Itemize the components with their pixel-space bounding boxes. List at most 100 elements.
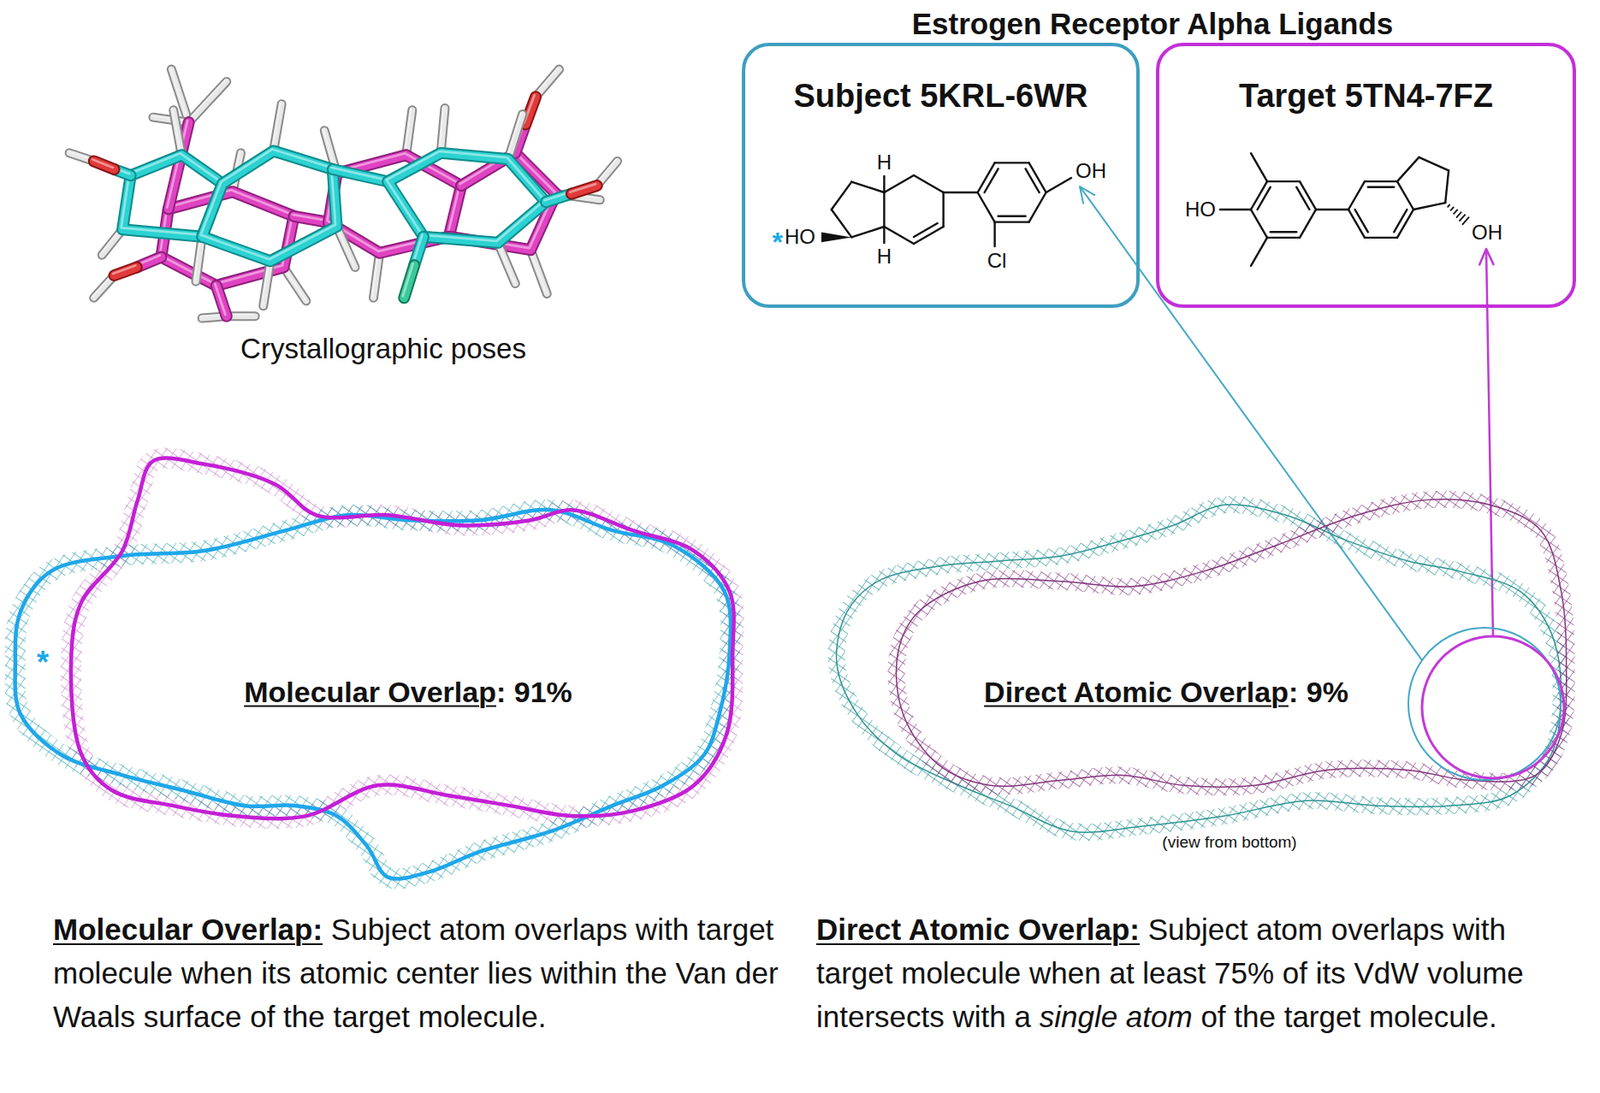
atomic-overlap-surface: Direct Atomic Overlap: 9% (821, 483, 1583, 843)
overlap-label: Direct Atomic Overlap (983, 675, 1289, 709)
hash-bond (1450, 207, 1454, 212)
bond-line (942, 192, 944, 227)
stick-bond (201, 151, 337, 262)
bond-line (1355, 209, 1369, 232)
definition-term: Molecular Overlap: (53, 912, 323, 947)
stick-highlight (112, 265, 136, 274)
definition-paragraph: Molecular Overlap: Subject atom overlaps… (53, 908, 789, 1039)
bond-line (913, 175, 944, 193)
molecular-overlap-surface: Molecular Overlap: 91% (0, 444, 753, 899)
bond-line (1397, 181, 1414, 210)
stick-highlight (402, 263, 414, 297)
stick-bond (263, 260, 271, 306)
overlap-label: : 9% (1288, 675, 1349, 709)
bond-line (995, 220, 1030, 223)
overlap-label: Molecular Overlap (243, 675, 497, 709)
hash-bond (1456, 212, 1462, 219)
stick-bond (332, 169, 388, 182)
stick-bond (189, 81, 227, 123)
stick-bond (273, 104, 283, 152)
stick-highlight (171, 108, 181, 154)
stick-bond (403, 265, 415, 298)
bond-line (882, 226, 885, 243)
arrow-head (1479, 248, 1494, 265)
bond-line (1348, 181, 1365, 210)
bond-line (1267, 237, 1300, 239)
stick-bond (508, 114, 523, 160)
bond-line (831, 209, 853, 238)
stick-highlight (187, 79, 226, 121)
atom-label: OH (1075, 159, 1107, 184)
stick-highlight (404, 108, 411, 154)
wedge-bond (821, 232, 852, 243)
target-box: Target 5TN4-7FZ (1155, 42, 1577, 309)
bond-line (883, 175, 914, 193)
bond-line (1250, 153, 1268, 182)
bond-line (1250, 237, 1268, 267)
stick-highlight (151, 115, 188, 121)
view-note: (view from bottom) (1161, 833, 1297, 853)
stick-highlight (506, 112, 522, 158)
atom-label: OH (1471, 220, 1503, 245)
box-heading: Subject 5KRL-6WR (793, 77, 1088, 114)
stick-bond (201, 151, 337, 262)
overlap-label-group: Molecular Overlap: 91% (243, 675, 573, 711)
bond-line (1220, 208, 1251, 211)
surface-mesh (821, 483, 1583, 843)
atom-label: Cl (987, 248, 1008, 273)
stick-highlight (201, 149, 336, 261)
stick-highlight (386, 151, 546, 242)
box-heading-group: Target 5TN4-7FZ (1159, 46, 1573, 117)
stick-highlight (331, 167, 386, 180)
bond-line (831, 182, 853, 210)
overlap-label: : 91% (496, 675, 573, 709)
target-outline (71, 458, 735, 820)
surface-mesh (0, 444, 753, 899)
target-outline (895, 499, 1566, 788)
crystal-pose-render (68, 67, 618, 319)
bond-line (977, 192, 996, 223)
box-heading: Target 5TN4-7FZ (1238, 77, 1494, 114)
hash-bond (1453, 209, 1458, 215)
bond-line (1368, 185, 1394, 188)
stick-highlight (272, 102, 281, 150)
stick-highlight (92, 159, 113, 168)
marker-asterisk: * (36, 645, 49, 681)
stick-bond (189, 81, 227, 123)
bond-line (882, 176, 885, 193)
bond-line (1364, 237, 1398, 239)
bond-line (851, 182, 884, 193)
stick-bond (525, 96, 536, 125)
subject-outline (15, 509, 731, 880)
definition-term: Direct Atomic Overlap: (816, 912, 1140, 947)
bond-line (943, 191, 978, 194)
definition-paragraph: Direct Atomic Overlap: Subject atom over… (816, 908, 1591, 1039)
stick-highlight (534, 67, 558, 95)
atom-label: H (877, 244, 892, 269)
definition-emphasis: single atom (1039, 1000, 1193, 1034)
bond-line (1315, 208, 1349, 211)
hash-bond (1447, 204, 1451, 208)
bond-line (995, 161, 1030, 164)
bond-line (883, 226, 914, 244)
stick-highlight (413, 235, 423, 264)
stick-bond (332, 169, 388, 182)
bond-line (851, 226, 884, 238)
bond-line (1445, 170, 1449, 203)
arrow-head (1079, 186, 1095, 204)
bond-line (993, 222, 996, 247)
bond-line (998, 214, 1026, 217)
bond-line (1046, 177, 1072, 193)
marker-asterisk: * (772, 226, 783, 259)
bond-line (984, 168, 999, 193)
stick-bond (263, 260, 271, 306)
definition-text: of the target molecule. (1200, 1000, 1497, 1034)
bond-line (1025, 168, 1040, 193)
mesh-band (15, 509, 731, 880)
bond-line (882, 192, 885, 227)
atom-label: HO (784, 225, 816, 249)
bond-line (1296, 187, 1310, 210)
bond-line (1257, 187, 1271, 210)
stick-bond (508, 114, 523, 160)
bond-line (1267, 180, 1300, 183)
